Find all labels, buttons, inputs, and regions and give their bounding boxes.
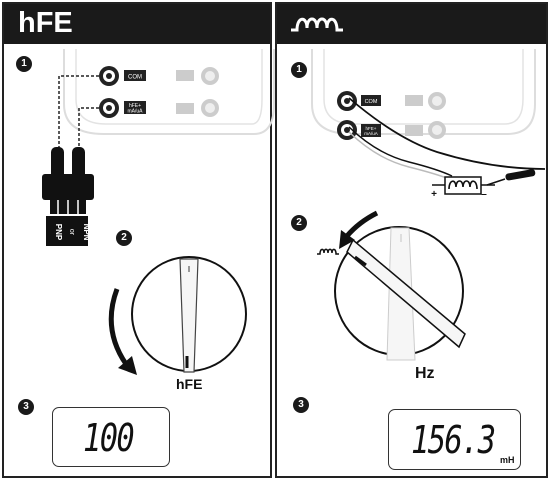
step-3-badge: 3 — [18, 399, 34, 415]
hfe-plug-adapter: PNP or NPN — [42, 147, 94, 246]
step-1-badge: 1 — [291, 62, 307, 78]
rotate-arrow-icon — [339, 210, 379, 249]
hfe-title: hFE — [18, 7, 73, 39]
hfe-illustration: COM hFE+ mA/uA — [42, 49, 275, 375]
lcd-reading: 100 — [83, 416, 135, 460]
svg-text:mA/uA: mA/uA — [364, 131, 378, 136]
com-jack: COM — [99, 66, 146, 86]
pnp-label: PNP — [54, 224, 63, 241]
svg-text:hFE+: hFE+ — [366, 126, 377, 131]
dial-label-hz: Hz — [415, 365, 435, 382]
svg-text:mA/uA: mA/uA — [127, 109, 143, 115]
rotary-dial — [334, 226, 466, 361]
or-label: or — [68, 229, 75, 236]
lcd-display: 100 — [52, 407, 170, 467]
polarity-plus: + — [431, 189, 437, 200]
inductance-illustration: COM hFE+ mA/uA + – — [311, 49, 546, 361]
hfe-header: hFE — [4, 4, 270, 44]
svg-text:COM: COM — [365, 99, 378, 105]
inductance-header — [277, 4, 546, 44]
hfe-panel: hFE COM hFE+ mA/uA — [2, 2, 275, 478]
probe-tip — [486, 169, 536, 186]
inductance-symbol-icon — [317, 248, 339, 255]
npn-label: NPN — [82, 224, 91, 241]
step-1-badge: 1 — [16, 56, 32, 72]
lcd-reading: 156.3 — [411, 418, 496, 462]
hfe-jack: hFE+ mA/uA — [337, 120, 381, 140]
com-jack-label: COM — [128, 75, 142, 81]
dial-label-hfe: hFE — [176, 376, 203, 392]
inductor-coil-icon — [291, 17, 343, 32]
inductor-component: + – — [431, 176, 495, 200]
step-3-badge: 3 — [293, 397, 309, 413]
rotate-arrow-icon — [108, 288, 137, 375]
rotary-dial — [131, 256, 247, 373]
step-2-badge: 2 — [291, 215, 307, 231]
com-jack: COM — [337, 91, 381, 111]
svg-text:hFE+: hFE+ — [129, 103, 141, 109]
hfe-jack: hFE+ mA/uA — [99, 98, 146, 118]
step-2-badge: 2 — [116, 230, 132, 246]
polarity-minus: – — [481, 189, 487, 200]
inductance-panel: COM hFE+ mA/uA + – — [275, 2, 548, 478]
lcd-unit: mH — [500, 455, 515, 465]
lcd-display: 156.3 mH — [388, 409, 521, 470]
